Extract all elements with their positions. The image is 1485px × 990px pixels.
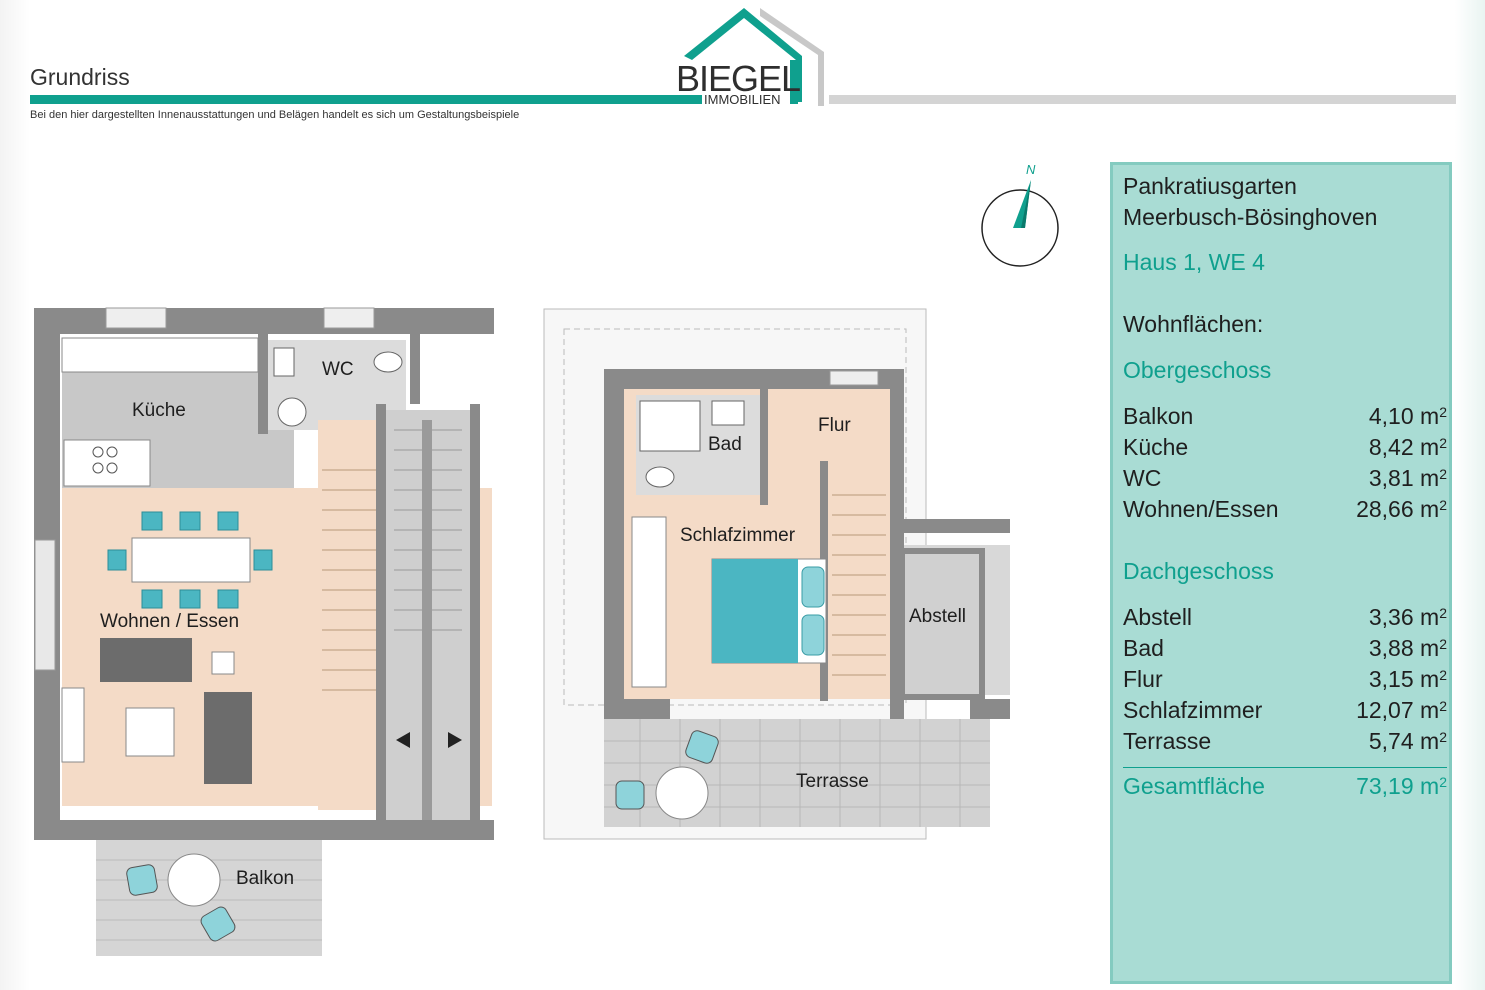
area-row-name: Abstell (1123, 604, 1193, 630)
area-row-value: 4,10 m2 (1368, 403, 1447, 429)
page-edge-right (1455, 0, 1485, 990)
area-row-value: 3,81 m2 (1368, 465, 1447, 491)
area-row: Terrasse 5,74 m2 (1123, 728, 1447, 759)
total-label: Gesamtfläche (1123, 773, 1265, 799)
header-rule-teal (30, 95, 702, 104)
project-name: Pankratiusgarten (1123, 173, 1297, 199)
room-label-bad: Bad (708, 434, 742, 455)
area-row-name: Bad (1123, 635, 1164, 661)
area-row-value: 3,88 m2 (1368, 635, 1447, 661)
room-label-wohnen-essen: Wohnen / Essen (100, 611, 239, 632)
area-row: Küche 8,42 m2 (1123, 434, 1447, 465)
project-location: Meerbusch-Bösinghoven (1123, 204, 1378, 230)
areas-heading: Wohnflächen: (1123, 311, 1264, 337)
area-row: Abstell 3,36 m2 (1123, 604, 1447, 635)
area-row-name: Terrasse (1123, 728, 1212, 754)
compass-north-icon: N (981, 162, 1059, 267)
area-row: Flur 3,15 m2 (1123, 666, 1447, 697)
area-row: Schlafzimmer 12,07 m2 (1123, 697, 1447, 728)
area-info-panel: Pankratiusgarten Meerbusch-Bösinghoven H… (1110, 162, 1452, 984)
area-row-value: 12,07 m2 (1356, 697, 1447, 723)
total-row: Gesamtfläche 73,19 m2 (1123, 773, 1447, 804)
area-row-name: Schlafzimmer (1123, 697, 1263, 723)
header-rule-grey (829, 95, 1456, 104)
area-row-value: 3,36 m2 (1368, 604, 1447, 630)
page-edge-left (0, 0, 30, 990)
og-heading: Obergeschoss (1123, 357, 1272, 383)
logo-name: BIEGEL (676, 58, 801, 99)
room-label-schlafzimmer: Schlafzimmer (680, 525, 796, 546)
room-label-wc: WC (322, 359, 354, 380)
disclaimer-text: Bei den hier dargestellten Innenausstatt… (30, 109, 520, 121)
area-row-name: WC (1123, 465, 1162, 491)
logo-house-icon (684, 8, 824, 106)
area-row-value: 5,74 m2 (1368, 728, 1447, 754)
area-row-name: Küche (1123, 434, 1189, 460)
area-row: Bad 3,88 m2 (1123, 635, 1447, 666)
room-label-kueche: Küche (132, 400, 186, 421)
total-divider (1123, 767, 1447, 768)
page-title: Grundriss (30, 64, 130, 90)
floorplan-obergeschoss: WC Küche Wohnen / Essen Balkon (34, 307, 494, 956)
area-row-name: Flur (1123, 666, 1163, 692)
unit-label: Haus 1, WE 4 (1123, 249, 1265, 275)
area-row: Balkon 4,10 m2 (1123, 403, 1447, 434)
area-row-value: 8,42 m2 (1368, 434, 1447, 460)
dg-heading: Dachgeschoss (1123, 558, 1274, 584)
room-label-abstell: Abstell (909, 606, 966, 627)
floorplan-dachgeschoss: Bad Flur Schlafzimmer Abstell Terrasse (543, 308, 1010, 840)
total-value: 73,19 m2 (1356, 773, 1447, 799)
compass-label: N (1026, 162, 1036, 177)
area-row-name: Wohnen/Essen (1123, 496, 1279, 522)
area-row-value: 28,66 m2 (1356, 496, 1447, 522)
room-label-flur: Flur (818, 415, 851, 436)
room-label-balkon: Balkon (236, 868, 294, 889)
area-row: Wohnen/Essen 28,66 m2 (1123, 496, 1447, 527)
room-label-terrasse: Terrasse (796, 771, 869, 792)
area-row-name: Balkon (1123, 403, 1194, 429)
area-row-value: 3,15 m2 (1368, 666, 1447, 692)
area-row: WC 3,81 m2 (1123, 465, 1447, 496)
logo-subtitle: IMMOBILIEN (704, 92, 781, 107)
